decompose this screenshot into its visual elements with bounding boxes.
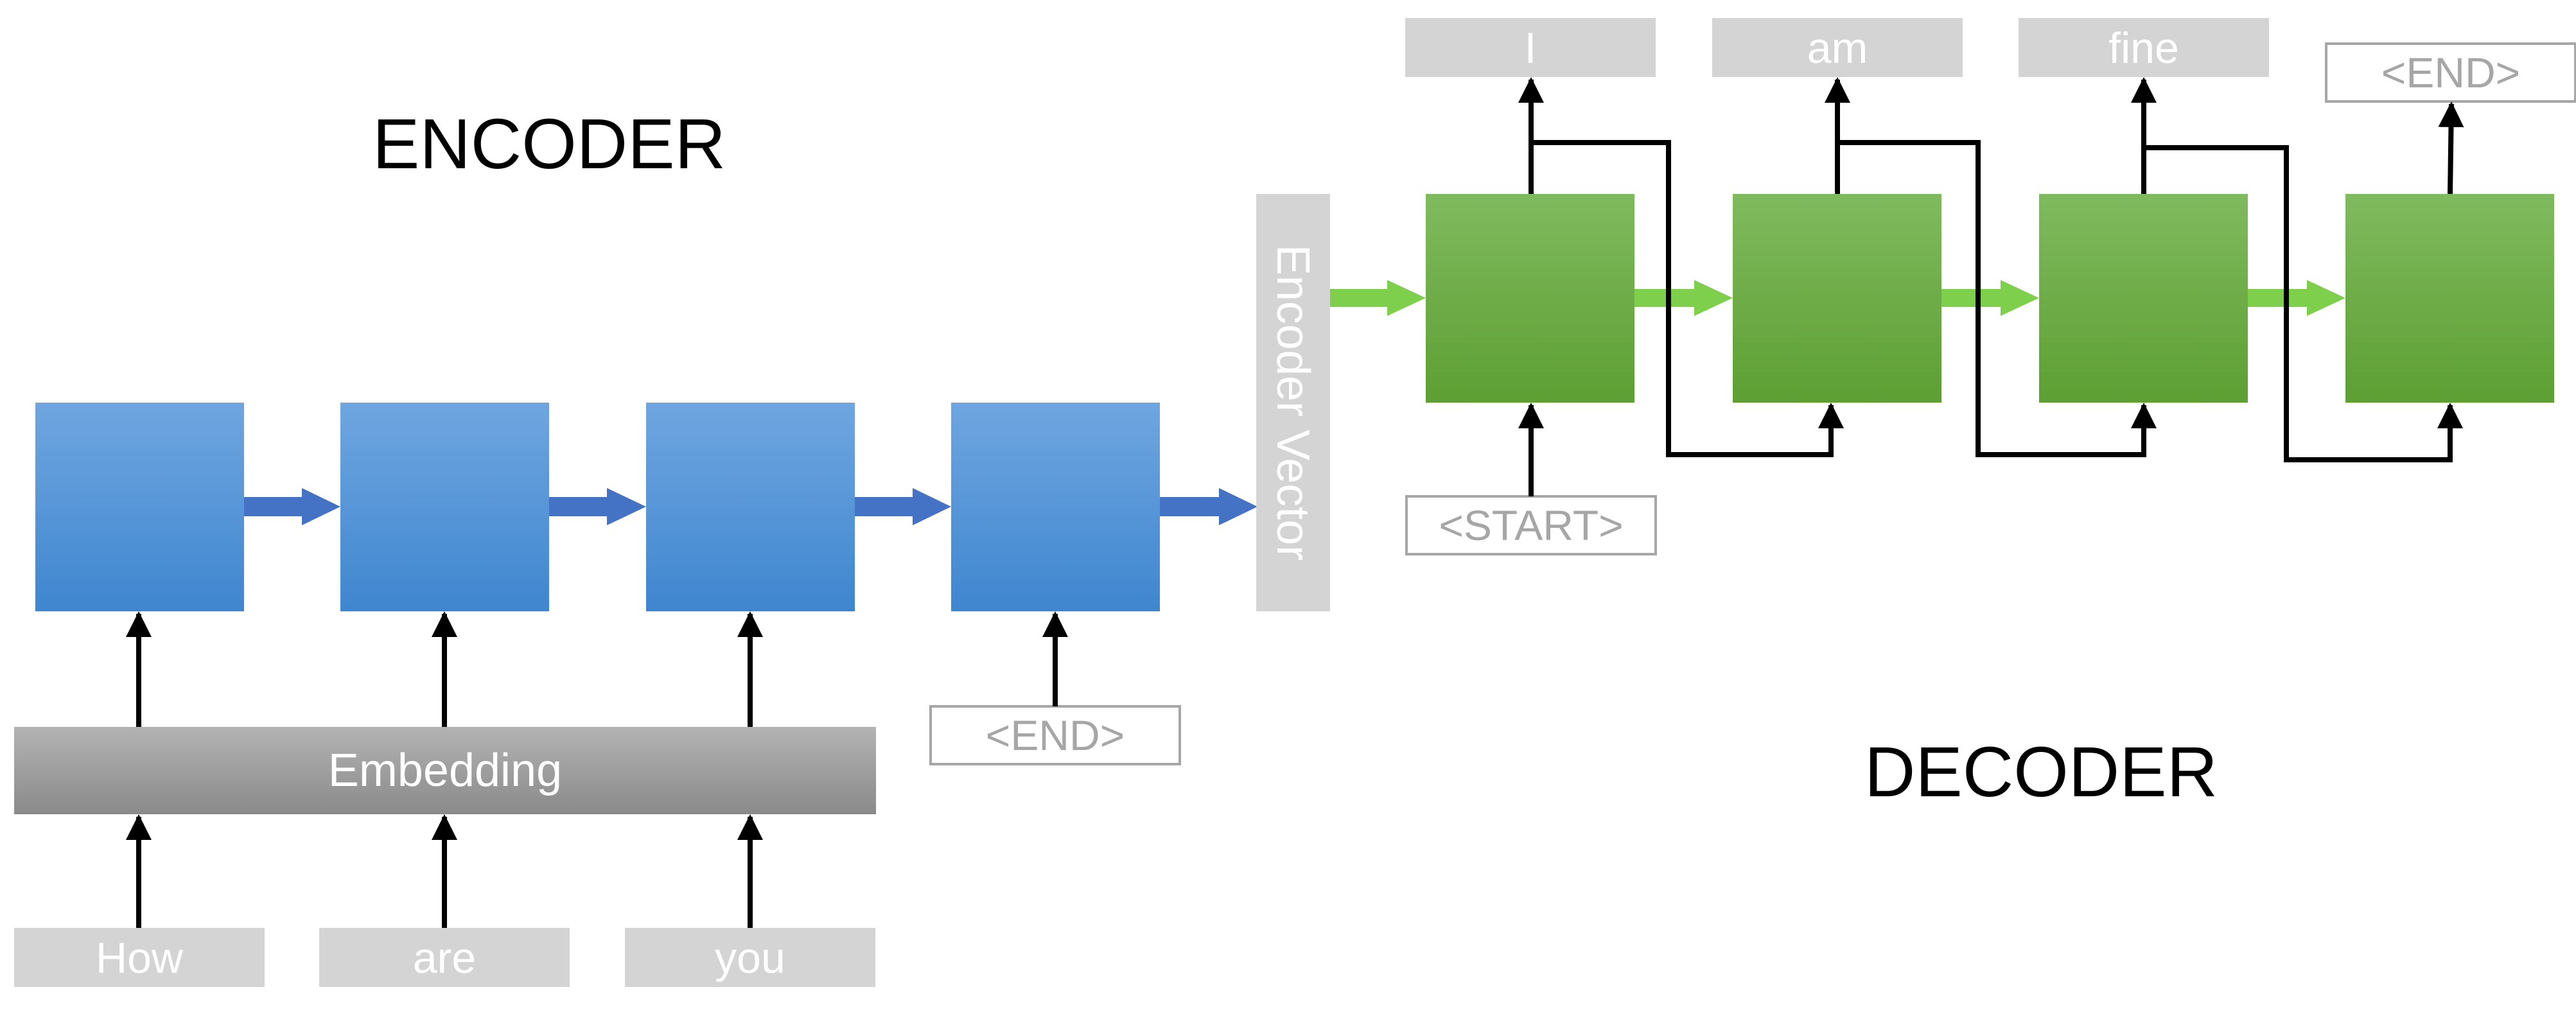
encoder-vector-bar: [1256, 194, 1330, 611]
embedding-bar: [14, 727, 876, 814]
decoder-cell-2: [1733, 194, 1941, 403]
decoder-arrow-3: [2248, 280, 2345, 316]
feedback-connector-2: [1837, 140, 2157, 457]
input-token-2: are: [413, 934, 476, 982]
input-token-1: How: [96, 934, 184, 982]
encoder-arrow-4: [1160, 488, 1257, 525]
encoder-arrow-2: [549, 488, 646, 525]
input-token-3: you: [715, 934, 785, 982]
output-token-2: am: [1807, 24, 1868, 73]
decoder-cell-1: [1426, 194, 1634, 403]
decoder-end-token-box: [2325, 42, 2576, 103]
embedding-label: Embedding: [328, 745, 562, 796]
input-token-box-2: [319, 928, 570, 987]
cell-to-output-arrow-4: [2438, 101, 2464, 195]
output-token-box-3: [2019, 18, 2269, 77]
decoder-arrow-1: [1634, 280, 1733, 316]
encoder-vector-label: Encoder Vector: [1267, 245, 1319, 561]
feedback-connector-3: [2144, 145, 2463, 462]
encoder-label: ENCODER: [372, 105, 726, 184]
input-token-box-1: [14, 928, 265, 987]
encoder-cell-1: [35, 403, 244, 611]
decoder-cell-4: [2345, 194, 2554, 403]
output-token-box-2: [1712, 18, 1963, 77]
encoder-cell-3: [646, 403, 855, 611]
start-token-box: [1405, 495, 1657, 555]
encoder-cell-4: [951, 403, 1160, 611]
input-token-box-3: [625, 928, 875, 987]
decoder-arrow-2: [1941, 280, 2039, 316]
decoder-label: DECODER: [1864, 733, 2218, 812]
output-token-3: fine: [2108, 24, 2179, 73]
output-token-1: I: [1525, 24, 1537, 73]
decoder-end-token: <END>: [2381, 49, 2520, 96]
encoder-end-token: <END>: [986, 711, 1125, 759]
output-token-box-1: [1405, 18, 1656, 77]
decoder-vector-arrow: [1330, 280, 1426, 316]
encoder-arrow-3: [855, 488, 951, 525]
encoder-arrow-1: [244, 488, 340, 525]
encoder-cell-2: [340, 403, 549, 611]
decoder-cell-3: [2039, 194, 2248, 403]
start-token: <START>: [1439, 502, 1623, 549]
feedback-connector-1: [1531, 140, 1844, 457]
